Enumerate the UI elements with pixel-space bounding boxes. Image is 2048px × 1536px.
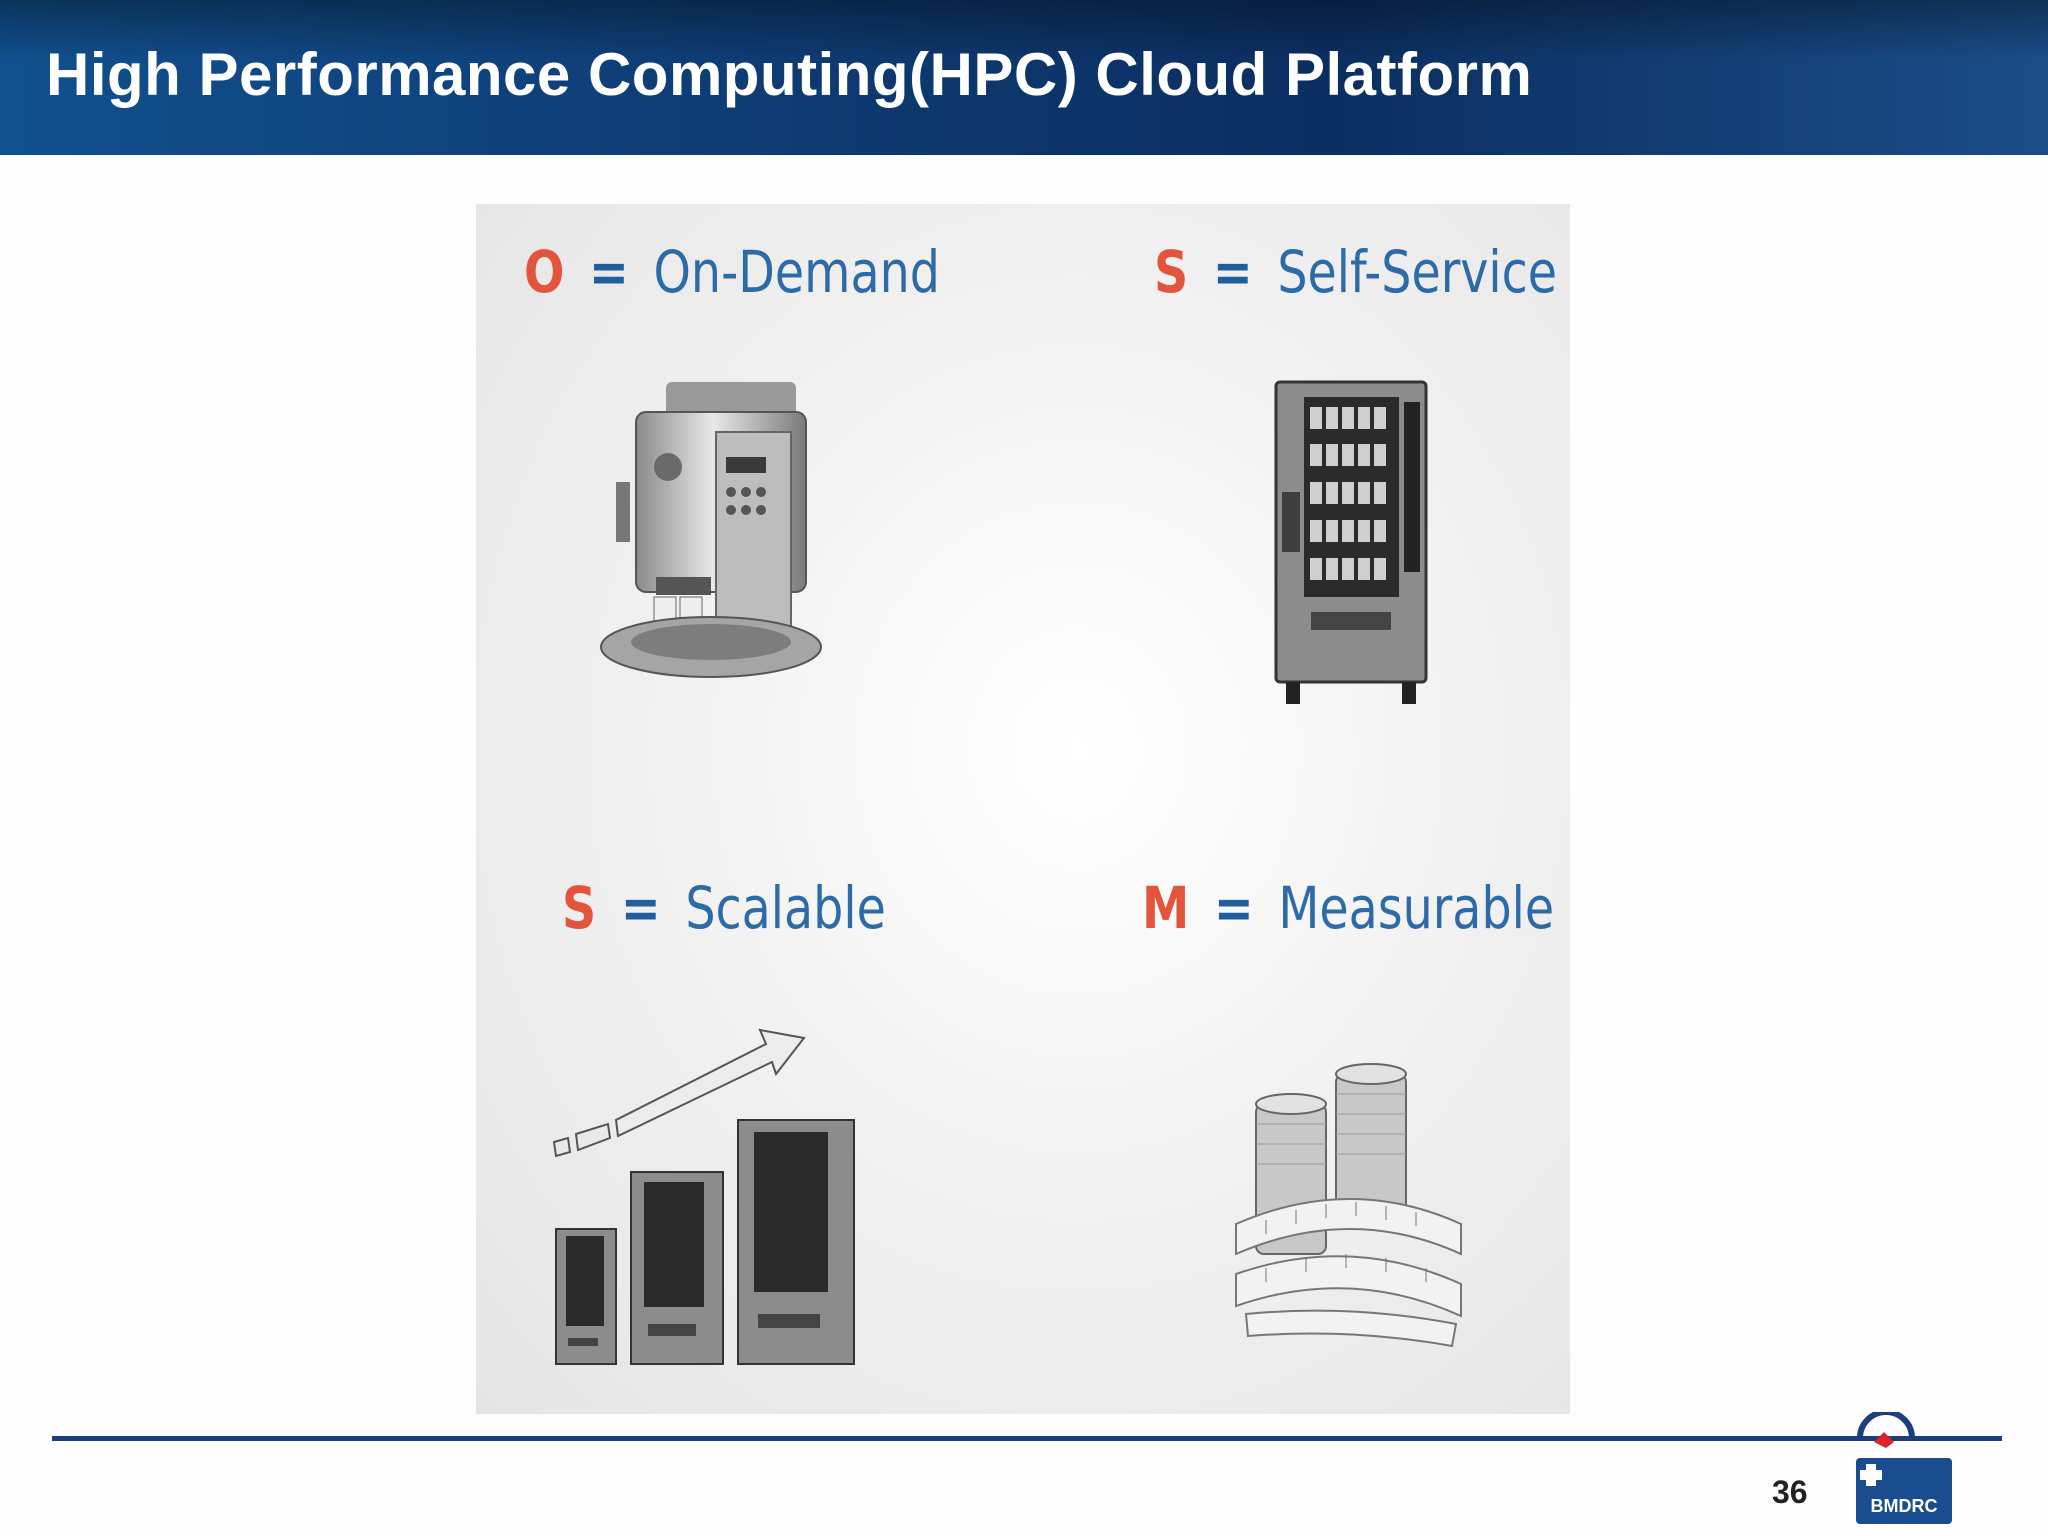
equals-sign: = — [1213, 874, 1254, 942]
equals-sign: = — [589, 238, 629, 306]
quadrant-scalable-heading: S = Scalable — [562, 874, 886, 942]
acronym-letter: S — [562, 874, 597, 942]
quadrant-word: Scalable — [685, 874, 886, 942]
bmdrc-logo: BMDRC — [1856, 1412, 1952, 1524]
vending-machine-icon — [1274, 380, 1428, 704]
cloud-characteristics-panel: O = On-Demand S = Self-Service S = Scala… — [476, 204, 1570, 1414]
quadrant-word: Measurable — [1278, 874, 1555, 942]
coins-tape-measure-icon — [1235, 1063, 1462, 1348]
coffee-machine-icon — [600, 382, 822, 678]
quadrant-on-demand-heading: O = On-Demand — [524, 238, 940, 306]
equals-sign: = — [620, 874, 661, 942]
quadrant-word: Self-Service — [1277, 238, 1558, 306]
title-bar: High Performance Computing(HPC) Cloud Pl… — [0, 0, 2048, 155]
svg-text:BMDRC: BMDRC — [1871, 1496, 1938, 1516]
acronym-letter: O — [524, 238, 565, 306]
footer-rule — [52, 1436, 2002, 1441]
quadrant-measurable-heading: M = Measurable — [1142, 874, 1554, 942]
growing-vending-machines-icon — [552, 1028, 855, 1365]
page-number: 36 — [1772, 1474, 1808, 1510]
quadrant-word: On-Demand — [653, 238, 940, 306]
quadrant-self-service-heading: S = Self-Service — [1154, 238, 1557, 306]
acronym-letter: M — [1142, 874, 1190, 942]
acronym-letter: S — [1154, 238, 1189, 306]
equals-sign: = — [1212, 238, 1253, 306]
slide-title: High Performance Computing(HPC) Cloud Pl… — [46, 41, 1533, 108]
